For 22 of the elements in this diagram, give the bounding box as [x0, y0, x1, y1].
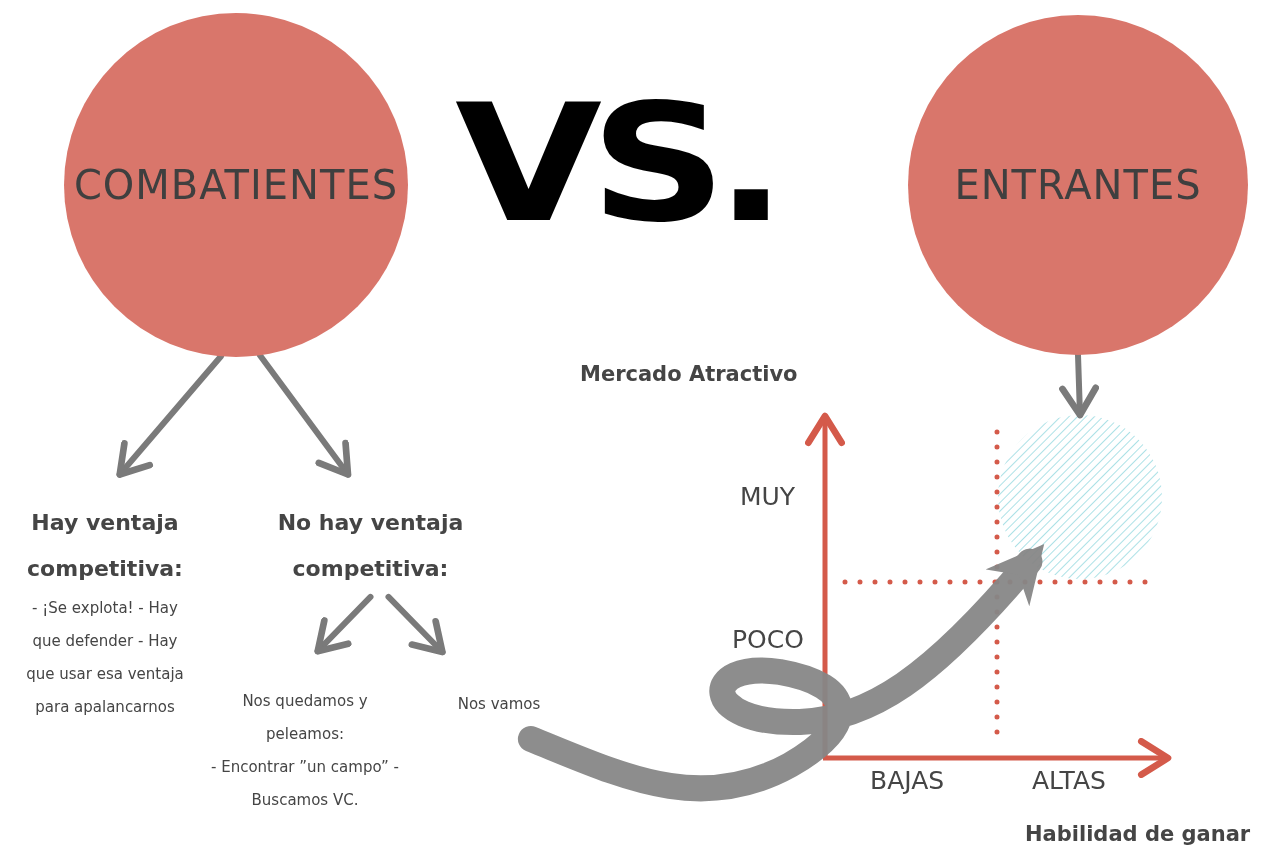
node-body-text: - Encontrar ”un campo” - Buscamos VC.	[210, 757, 400, 811]
arrow	[385, 593, 446, 656]
arrow	[116, 353, 224, 478]
hatched-circle	[998, 415, 1162, 579]
axis-label: MUY	[740, 482, 796, 511]
axis-label: POCO	[732, 625, 804, 654]
node-heading: Nos quedamos y peleamos:	[241, 691, 369, 745]
node-heading: No hay ventaja competitiva:	[276, 509, 465, 583]
axis-title: Mercado Atractivo	[580, 362, 798, 386]
arrow	[1059, 352, 1100, 419]
circle-title: ENTRANTES	[954, 162, 1202, 208]
arrow	[314, 593, 374, 655]
circle-title: COMBATIENTES	[73, 162, 399, 208]
arrow	[256, 352, 352, 478]
node-heading: Hay ventaja competitiva:	[26, 509, 184, 583]
node-heading: Nos vamos	[456, 694, 542, 715]
axis-title: Habilidad de ganar	[1025, 822, 1251, 846]
curved-arrow	[517, 544, 1045, 802]
axis-label: ALTAS	[1032, 766, 1106, 795]
axis-label: BAJAS	[870, 766, 945, 795]
vs-text: VS.	[455, 71, 776, 259]
node-body-text: - ¡Se explota! - Hay que defender - Hay que usar esa ventaja para apalancarnos	[25, 598, 185, 718]
